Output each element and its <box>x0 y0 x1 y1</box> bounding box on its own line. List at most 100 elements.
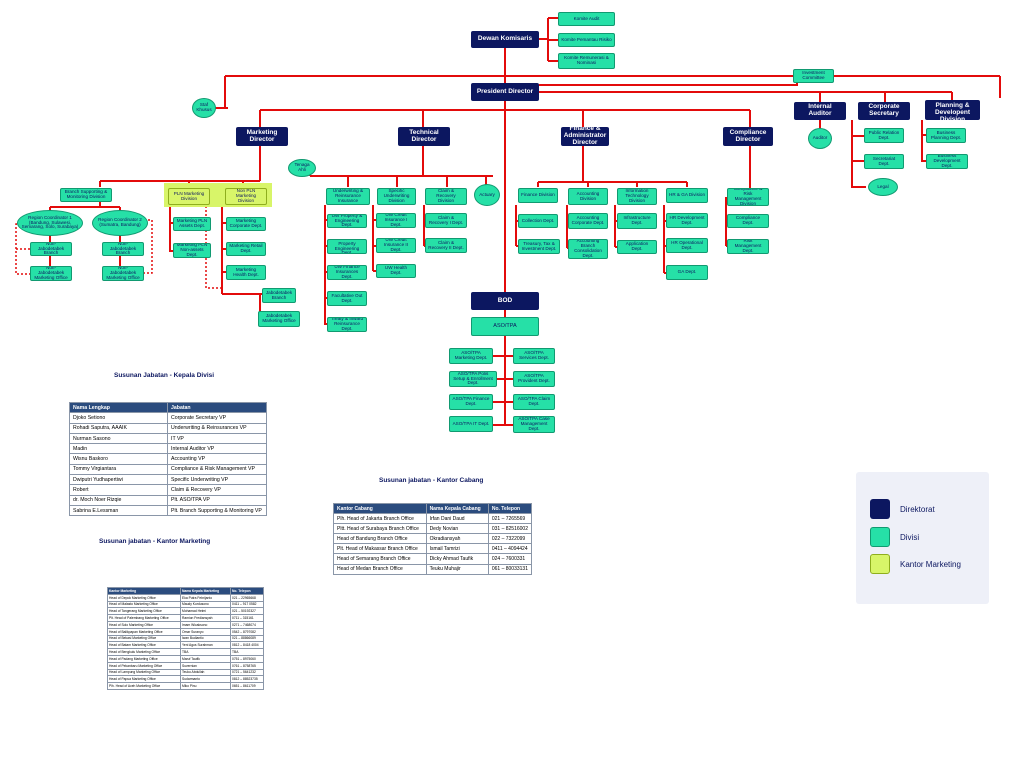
table-cell: 0411 – 917 0582 <box>230 600 264 609</box>
collection-dept[interactable]: Collection Dept. <box>518 214 558 228</box>
staf-khusus[interactable]: Staf Khusus <box>192 98 216 118</box>
hr-ga-division[interactable]: HR & GA Division <box>666 188 708 203</box>
uw-non-property-dept[interactable]: UW Non-Property Engineering Dept. <box>327 239 367 254</box>
tenaga-ahli[interactable]: Tenaga Ahli <box>288 159 316 177</box>
non-jabodetabek-marketing-office-2[interactable]: Non-Jabodetabek Marketing Office <box>102 266 144 281</box>
komite-audit[interactable]: Komite Audit <box>558 12 615 26</box>
dewan-komisaris[interactable]: Dewan Komisaris <box>471 31 539 48</box>
auditor[interactable]: Auditor <box>808 128 832 149</box>
facultative-out-dept[interactable]: Facultative Out Dept. <box>327 291 367 306</box>
hr-operational-dept[interactable]: HR Operational Dept. <box>666 238 708 253</box>
non-jabodetabek-branch-2[interactable]: Non-Jabodetabek Branch <box>102 242 144 256</box>
public-relation-dept[interactable]: Public Relation Dept. <box>864 128 904 143</box>
uw-health-dept[interactable]: UW Health Dept. <box>376 264 416 278</box>
aso-tpa-services-dept[interactable]: ASO/TPA Services Dept. <box>513 348 555 364</box>
treasury-tax-investment-dept[interactable]: Treasury, Tax & Investment Dept. <box>518 239 560 254</box>
non-jabodetabek-branch-1[interactable]: Non-Jabodetabek Branch <box>30 242 72 256</box>
legend-label-kantor-marketing: Kantor Marketing <box>900 560 961 569</box>
table-cell: Head of Bandung Branch Office <box>333 533 427 545</box>
uw-credit-insurance-2-dept[interactable]: UW Credit Insurance II Dept. <box>376 238 416 253</box>
jabodetabek-branch[interactable]: Jabodetabek Branch <box>262 288 296 303</box>
hr-development-dept[interactable]: HR Development Dept. <box>666 213 708 228</box>
table-cell: Corporate Secretary VP <box>167 412 267 424</box>
jabodetabek-marketing-office[interactable]: Jabodetabek Marketing Office <box>258 311 300 327</box>
table-cell: 0812 – 88523735 <box>230 675 264 684</box>
table-cell: Suvernian <box>180 661 231 670</box>
information-technology-division[interactable]: Information Technology Division <box>617 188 657 205</box>
ga-dept[interactable]: GA Dept. <box>666 265 708 280</box>
claim-recovery-2-dept[interactable]: Claim & Recovery II Dept. <box>425 238 467 253</box>
accounting-branch-dept[interactable]: Accounting Branch Consolidation Dept. <box>568 239 608 259</box>
compliance-dept[interactable]: Compliance Dept. <box>727 214 769 228</box>
treaty-inward-dept[interactable]: Treaty & Inward Reinsurance Dept. <box>327 317 367 332</box>
internal-auditor[interactable]: Internal Auditor <box>794 102 846 120</box>
uw-credit-insurance-1-dept[interactable]: UW Credit Insurance I Dept. <box>376 213 416 228</box>
marketing-director[interactable]: Marketing Director <box>236 127 288 146</box>
claim-recovery-1-dept[interactable]: Claim & Recovery I Dept. <box>425 213 467 228</box>
specific-underwriting-division[interactable]: Specific Underwriting Division <box>377 188 416 205</box>
compliance-director[interactable]: Compliance Director <box>723 127 773 146</box>
accounting-division[interactable]: Accounting Division <box>568 188 608 205</box>
table-cell: Dedy Novian <box>425 523 489 535</box>
table-cell: Djoko Setiono <box>69 412 168 424</box>
finance-division[interactable]: Finance Division <box>518 188 558 203</box>
marketing-pln-assets-dept[interactable]: Marketing PLN Assets Dept. <box>173 217 211 231</box>
non-pln-marketing-division[interactable]: Non PLN Marketing Division <box>225 188 267 205</box>
kantor-cabang-table: Kantor Cabang Nama Kepala Cabang No. Tel… <box>333 502 533 575</box>
accounting-corporate-dept[interactable]: Accounting Corporate Dept. <box>568 213 608 229</box>
compliance-risk-management-division[interactable]: Compliance & Risk Management Division <box>727 188 769 206</box>
actuary[interactable]: Actuary <box>474 184 500 206</box>
secretariat-dept[interactable]: Secretariat Dept. <box>864 154 904 169</box>
komite-remunerasi[interactable]: Komite Remunerasi & Nominasi <box>558 53 615 69</box>
non-jabodetabek-marketing-office-1[interactable]: Non-Jabodetabek Marketing Office <box>30 266 72 281</box>
business-development-dept[interactable]: Business Development Dept. <box>926 154 968 169</box>
branch-supporting-division[interactable]: Branch Supporting & Monitoring Division <box>60 188 112 202</box>
aso-tpa-it-dept[interactable]: ASO/TPA IT Dept. <box>449 416 493 432</box>
legal[interactable]: Legal <box>868 178 898 196</box>
aso-tpa-marketing-dept[interactable]: ASO/TPA Marketing Dept. <box>449 348 493 364</box>
business-planning-division[interactable]: Business Planning & Developent Division <box>925 100 980 120</box>
investment-committee[interactable]: Investment Committee <box>793 69 834 83</box>
aso-tpa[interactable]: ASO/TPA <box>471 317 539 336</box>
president-director[interactable]: President Director <box>471 83 539 101</box>
marketing-retail-dept[interactable]: Marketing Retail Dept. <box>226 242 266 256</box>
risk-management-dept[interactable]: Risk Management Dept. <box>727 239 769 254</box>
finance-administrator-director[interactable]: Finance & Administrator Director <box>561 127 609 146</box>
column-header: No. Telepon <box>230 587 264 595</box>
pln-marketing-division[interactable]: PLN Marketing Division <box>168 188 210 205</box>
region-coordinator-1[interactable]: Region Coordinator 1 (Bandung, Sulawesi,… <box>17 210 83 236</box>
infrastructure-dept[interactable]: Infrastructure Dept. <box>617 213 657 229</box>
bod[interactable]: BOD <box>471 292 539 310</box>
aso-tpa-case-management-dept[interactable]: ASO/TPA Case Management Dept. <box>513 416 555 433</box>
marketing-pln-non-assets-dept[interactable]: Marketing PLN Non-assets Dept. <box>173 243 211 258</box>
table-cell: 0542 – 8797082 <box>230 627 264 636</box>
marketing-health-dept[interactable]: Marketing Health Dept. <box>226 265 266 280</box>
aso-tpa-finance-dept[interactable]: ASO/TPA Finance Dept. <box>449 394 493 410</box>
aso-tpa-polis-setup-dept[interactable]: ASO/TPA Polis Setup & Enrollment Dept. <box>449 371 497 387</box>
table-cell: 061 – 80033131 <box>487 563 533 575</box>
table-cell: Maudy Kurdusono <box>180 600 231 609</box>
aso-tpa-provident-dept[interactable]: ASO/TPA Provident Dept. <box>513 371 555 387</box>
komite-pemantau-risiko[interactable]: Komite Pemantau Risiko <box>558 33 615 47</box>
table-cell: TBA <box>230 648 264 656</box>
underwriting-reinsurance-division[interactable]: Underwriting & Reinsurance Insurance <box>326 188 370 205</box>
application-dept[interactable]: Application Dept. <box>617 240 657 254</box>
table-cell: Dicky Ahmad Taufik <box>425 553 489 565</box>
technical-director[interactable]: Technical Director <box>398 127 450 146</box>
claim-recovery-division[interactable]: Claim & Recovery Division <box>425 188 467 205</box>
marketing-corporate-dept[interactable]: Marketing Corporate Dept. <box>226 217 266 231</box>
uw-finance-dept[interactable]: UW Finance Insurances Dept. <box>327 265 367 280</box>
table-cell: Head of Balikpapan Marketing Office <box>107 627 181 636</box>
corporate-secretary[interactable]: Corporate Secretary <box>858 102 910 120</box>
aso-tpa-claim-dept[interactable]: ASO/TPA Claim Dept. <box>513 394 555 410</box>
business-planning-dept[interactable]: Business Planning Dept. <box>926 128 966 143</box>
uw-property-dept[interactable]: UW Property & Engineering Dept. <box>327 214 367 228</box>
region-coordinator-2[interactable]: Region Coordinator 2 (Sumatra, Bandung) <box>92 210 148 236</box>
